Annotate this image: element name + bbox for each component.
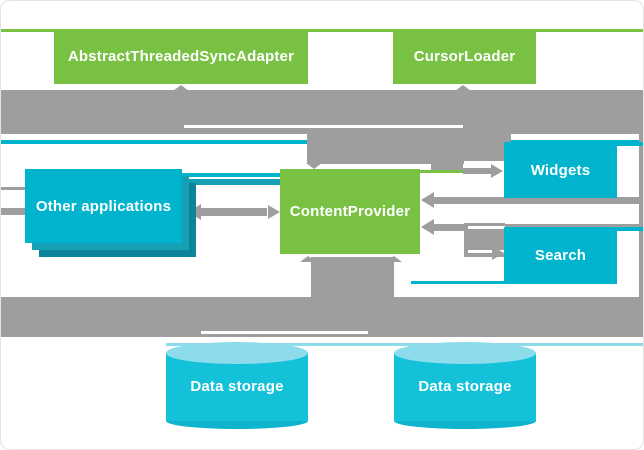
data-storage-left-label: Data storage (190, 377, 284, 395)
arrow-otherapps-provider-shaft (197, 208, 267, 216)
other-applications-label: Other applications (35, 197, 172, 215)
cylinder-data-storage-left: Data storage (166, 342, 308, 430)
arrow-band-top-highlight (184, 125, 463, 128)
artifact-green-top-line (1, 29, 643, 32)
box-other-applications: Other applications (25, 169, 182, 243)
arrow-to-widgets-head-icon (491, 164, 503, 178)
artifact-left-stub-1 (1, 187, 25, 190)
artifact-green-contentprovider-line (420, 170, 463, 173)
box-cursor-loader: CursorLoader (393, 29, 536, 84)
cylinder-right-top (394, 342, 536, 364)
artifact-otherapps-cyan-line (182, 173, 280, 177)
arrow-band-bottom (1, 297, 643, 337)
arrow-descender-highlight (464, 161, 510, 164)
sync-adapter-label: AbstractThreadedSyncAdapter (67, 48, 295, 65)
connector-search-highlight-2 (468, 250, 505, 253)
arrow-to-search-head-icon (492, 246, 504, 260)
cylinder-left-top (166, 342, 308, 364)
arrow-down-provider-head-icon (306, 163, 322, 169)
arrow-provider-storage-bar (311, 257, 394, 299)
artifact-search-bottom-sliver (411, 281, 504, 284)
arrow-to-widgets-shaft (463, 168, 493, 174)
cursor-loader-label: CursorLoader (413, 48, 516, 65)
data-storage-right-label-wrap: Data storage (394, 373, 536, 399)
box-content-provider: ContentProvider (280, 169, 420, 254)
data-storage-left-label-wrap: Data storage (166, 373, 308, 399)
arrow-up-cursorloader-head-icon (455, 85, 471, 91)
cylinder-left-body (166, 353, 308, 421)
arrow-up-syncadapter-head-icon (173, 85, 189, 91)
data-storage-right-label: Data storage (418, 377, 512, 395)
artifact-left-stub-2 (1, 208, 25, 215)
connector-widgets-vertical (431, 164, 463, 173)
search-label: Search (534, 247, 587, 264)
cylinder-data-storage-right: Data storage (394, 342, 536, 430)
arrow-search-to-provider-head-icon (421, 219, 434, 235)
artifact-search-top-sliver (617, 227, 643, 231)
arrow-widgets-to-provider-shaft (434, 197, 643, 204)
arrow-otherapps-provider-right-head-icon (268, 205, 280, 219)
box-widgets: Widgets (504, 142, 617, 198)
arrow-up-provider-left-head-icon (300, 256, 316, 262)
arrow-widgets-to-provider-head-icon (421, 192, 434, 208)
widgets-label: Widgets (530, 161, 591, 179)
cylinder-right-body (394, 353, 536, 421)
box-search: Search (504, 227, 617, 284)
box-abstract-threaded-sync-adapter: AbstractThreadedSyncAdapter (54, 29, 308, 84)
artifact-otherapps-teal-line (189, 179, 280, 185)
connector-search-highlight-1 (468, 226, 505, 229)
artifact-cyan-cylinder-line (166, 343, 643, 346)
arrow-band-bottom-highlight (201, 331, 368, 334)
arrow-up-provider-right-head-icon (386, 256, 402, 262)
artifact-right-edge-strip (639, 90, 643, 337)
content-provider-label: ContentProvider (289, 203, 411, 220)
artifact-widgets-top-sliver (617, 142, 643, 146)
arrow-descender-center (307, 134, 511, 164)
